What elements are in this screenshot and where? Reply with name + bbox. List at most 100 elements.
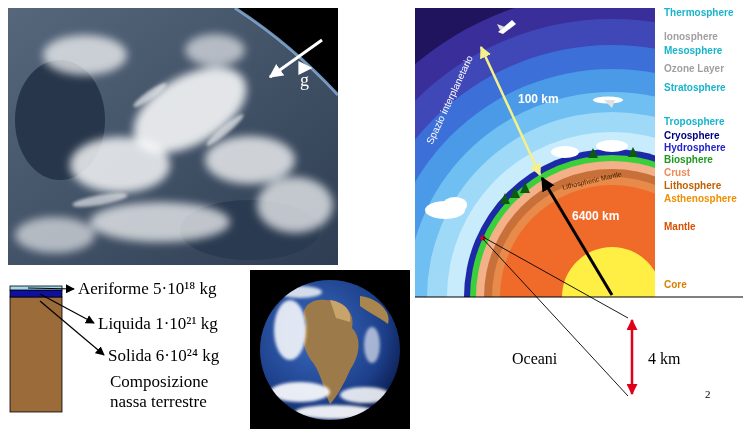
layer-label: Ozone Layer	[664, 63, 724, 75]
label-holder: Stratosphere	[664, 82, 726, 94]
layer-label: Mantle	[664, 221, 696, 233]
label-holder: Troposphere	[664, 116, 725, 128]
earth-photo	[250, 270, 410, 429]
layer-label: Thermosphere	[664, 7, 733, 19]
label-holder: Mesosphere	[664, 45, 722, 57]
cloud	[131, 80, 168, 109]
shuttle-fin	[497, 24, 505, 30]
mantle-band	[500, 185, 655, 297]
earth-layers	[415, 8, 655, 297]
label-holder: Solida 6·10²⁴ kg	[108, 346, 219, 366]
label-holder: Hydrosphere	[664, 142, 726, 154]
label-holder: Core	[664, 279, 687, 291]
tree	[520, 182, 530, 193]
desert	[330, 300, 350, 322]
mass-label: Aeriforme 5·10¹⁸ kg	[78, 279, 216, 299]
label-holder: Thermosphere	[664, 7, 733, 19]
cloud	[43, 35, 127, 75]
mass-column	[10, 286, 62, 412]
label-holder: Lithosphere	[664, 180, 721, 192]
layer-label: Troposphere	[664, 116, 725, 128]
layer-label: Hydrosphere	[664, 142, 726, 154]
biosphere-band	[470, 155, 655, 297]
vector-label: g	[300, 70, 309, 92]
vector-sign	[301, 67, 311, 68]
mass-label: Solida 6·10²⁴ kg	[108, 346, 219, 366]
layer-label: Asthenosphere	[664, 193, 737, 205]
layer-label: Stratosphere	[664, 82, 726, 94]
cloud	[295, 405, 375, 419]
cloud	[72, 190, 129, 210]
label-holder: 4 km	[648, 349, 680, 368]
cloud	[596, 140, 628, 152]
troposphere-band	[427, 112, 655, 297]
satellite-photo	[8, 8, 338, 265]
base-line	[415, 296, 743, 297]
atmosphere-limb	[235, 8, 338, 95]
altitude-arrow	[481, 47, 540, 175]
label-holder: 2	[705, 388, 711, 401]
asthenosphere-band	[492, 177, 655, 297]
globe-surface	[270, 286, 390, 419]
clouds	[425, 140, 628, 219]
layer-label: Lithospheric Mantle	[561, 168, 623, 193]
zoom-line	[483, 237, 628, 318]
label-holder: Spazio interplanetario	[424, 54, 476, 147]
label-holder: Oceani	[512, 349, 557, 368]
leader-arrow	[28, 288, 74, 289]
cloud-streaks	[72, 80, 246, 210]
page-number: 2	[705, 388, 711, 401]
label-holder: Crust	[664, 167, 690, 179]
layer-label: Crust	[664, 167, 690, 179]
cloud	[204, 112, 246, 149]
cloud	[443, 197, 467, 213]
label-holder: Mantle	[664, 221, 696, 233]
photo-ground	[8, 8, 338, 265]
tree	[510, 187, 520, 198]
label-holder: Ionosphere	[664, 31, 718, 43]
tree	[500, 193, 510, 204]
ionosphere-band	[415, 19, 655, 297]
label-holder: Aeriforme 5·10¹⁸ kg	[78, 279, 216, 299]
thermosphere-band	[415, 8, 655, 297]
cloud	[185, 34, 245, 66]
layer-label: Core	[664, 279, 687, 291]
cloud	[270, 382, 330, 402]
globe-clouds	[270, 286, 390, 419]
cloud	[15, 217, 95, 253]
crust-band	[476, 161, 655, 297]
cloud	[274, 300, 306, 360]
solid-layer	[10, 297, 62, 412]
continent	[360, 296, 389, 324]
label-holder: Asthenosphere	[664, 193, 737, 205]
depth-arrow	[631, 320, 634, 394]
label-holder: Cryosphere	[664, 130, 720, 142]
cloud	[278, 286, 322, 298]
label-holder: Ozone Layer	[664, 63, 724, 75]
cloud	[551, 146, 579, 158]
caption-note: Composizione nassa terrestre	[110, 372, 238, 413]
label-holder: Liquida 1·10²¹ kg	[98, 314, 218, 334]
cloud	[205, 136, 295, 184]
lithosphere-band	[484, 169, 655, 297]
mass-label: Liquida 1·10²¹ kg	[98, 314, 218, 334]
dimension-label: 4 km	[648, 349, 680, 368]
label-holder: g	[300, 70, 309, 92]
label-holder: Composizione nassa terrestre	[110, 372, 238, 413]
zoom-line	[483, 239, 628, 396]
liquid-layer	[10, 290, 62, 297]
space-shuttle	[497, 20, 516, 34]
mesosphere-band	[415, 45, 655, 297]
tree	[628, 147, 638, 157]
cloud	[364, 327, 380, 363]
airplane	[593, 97, 623, 109]
outer-space	[235, 8, 338, 95]
cloud	[340, 387, 390, 403]
label-holder: 100 km	[518, 92, 559, 106]
region-label: Spazio interplanetario	[424, 54, 476, 147]
region-label: Oceani	[512, 349, 557, 368]
tree	[588, 148, 598, 158]
cloud	[70, 137, 170, 193]
photo-ground	[250, 270, 410, 429]
